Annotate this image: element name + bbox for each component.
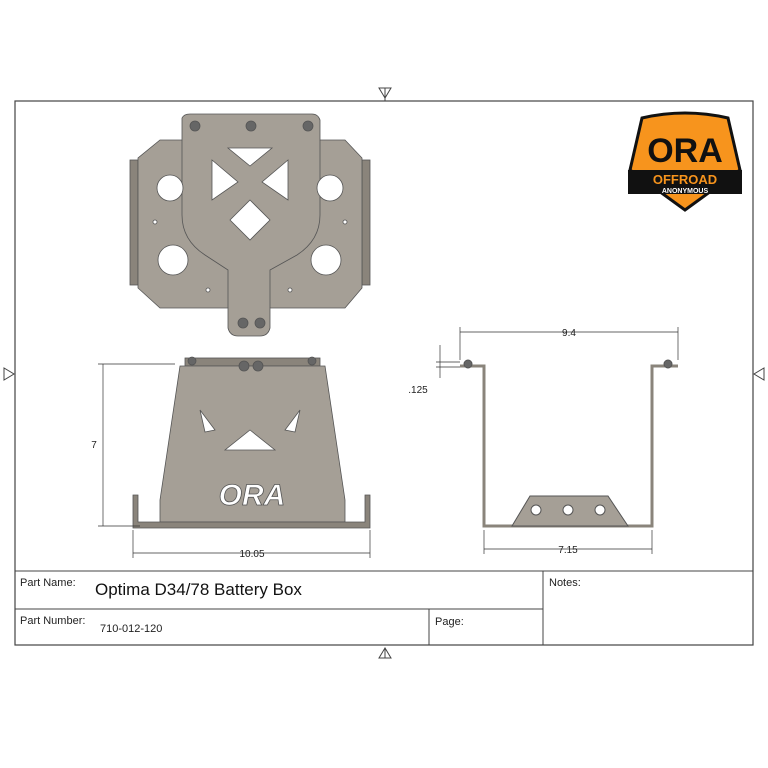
dimension-lines bbox=[98, 327, 679, 558]
dim-thickness: .125 bbox=[408, 385, 428, 396]
part-name-label: Part Name: bbox=[20, 577, 76, 589]
dim-side-top: 9.4 bbox=[562, 328, 576, 339]
svg-text:OFFROAD: OFFROAD bbox=[653, 172, 717, 187]
center-mark-top bbox=[378, 87, 392, 101]
center-mark-bottom bbox=[378, 647, 392, 659]
front-view: ORA bbox=[132, 356, 371, 529]
part-number-value: 710-012-120 bbox=[100, 623, 163, 635]
dim-front-width: 10.05 bbox=[239, 549, 264, 560]
emboss-text: ORA bbox=[219, 479, 286, 512]
page-label: Page: bbox=[435, 616, 464, 628]
side-view bbox=[460, 359, 678, 528]
dim-side-bottom: 7.15 bbox=[558, 545, 578, 556]
notes-label: Notes: bbox=[549, 577, 581, 589]
dim-front-height: 7 bbox=[91, 440, 97, 451]
sheet-border bbox=[14, 100, 754, 646]
svg-text:ANONYMOUS: ANONYMOUS bbox=[662, 188, 709, 195]
center-mark-right bbox=[753, 367, 765, 381]
ora-logo: ORA OFFROAD ANONYMOUS bbox=[628, 111, 742, 212]
center-mark-left bbox=[3, 367, 15, 381]
title-block bbox=[15, 570, 753, 645]
svg-text:ORA: ORA bbox=[647, 132, 723, 170]
top-view bbox=[129, 113, 371, 337]
part-name-value: Optima D34/78 Battery Box bbox=[95, 580, 302, 599]
part-number-label: Part Number: bbox=[20, 615, 86, 627]
